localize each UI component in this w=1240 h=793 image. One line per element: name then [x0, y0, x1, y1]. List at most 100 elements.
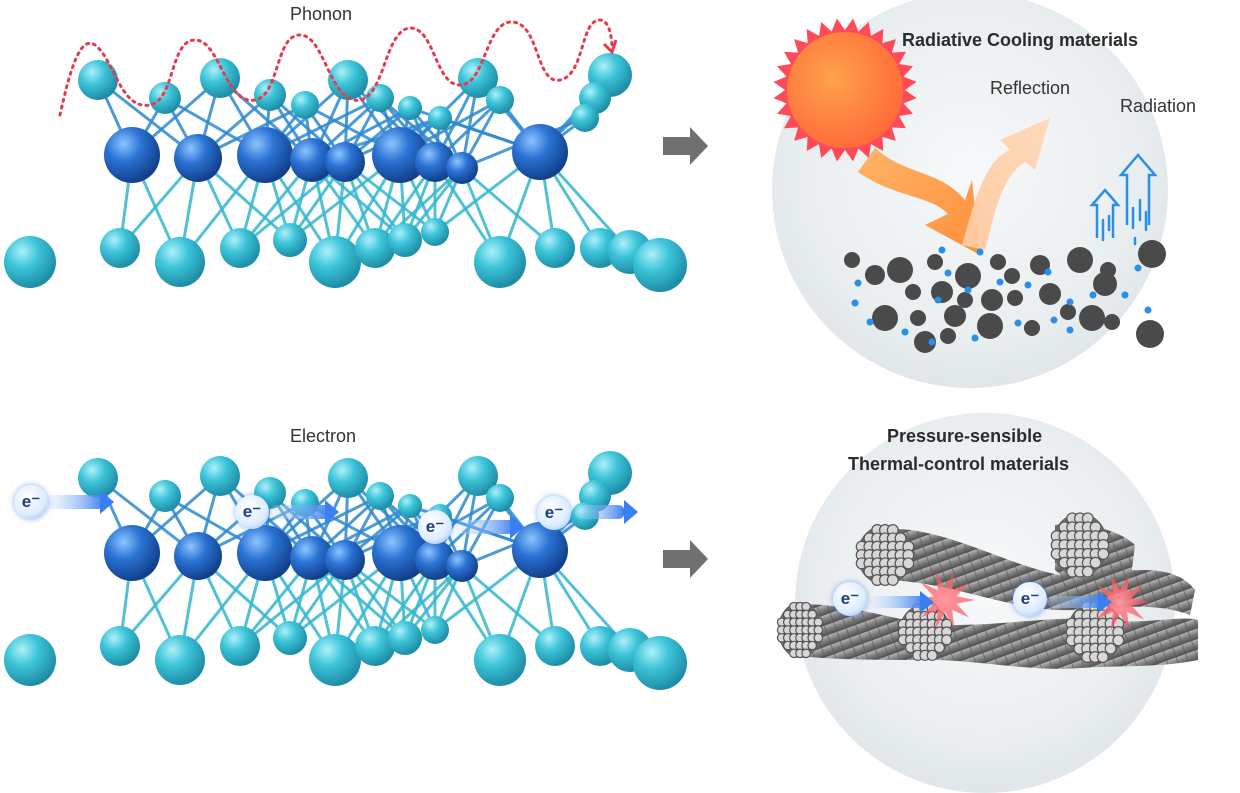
- particle: [1138, 240, 1166, 268]
- fiber-tube: [1096, 651, 1109, 663]
- atom-dark: [415, 142, 455, 182]
- atom-light: [78, 458, 118, 498]
- particle-small: [934, 296, 942, 304]
- atom-light: [273, 223, 307, 257]
- particle: [981, 289, 1003, 311]
- atom-light: [149, 480, 181, 512]
- fiber-tube: [894, 565, 907, 578]
- electron-label: e⁻: [242, 502, 262, 521]
- particle: [944, 305, 966, 327]
- fiber-tube: [1097, 547, 1110, 560]
- atom-light: [633, 238, 687, 292]
- atom-light: [355, 228, 395, 268]
- particle: [1060, 304, 1076, 320]
- particle: [957, 292, 973, 308]
- fiber-tube: [1089, 556, 1102, 569]
- electron-beam: [575, 500, 638, 524]
- radiative-title: Radiative Cooling materials: [902, 30, 1139, 50]
- particle-small: [1024, 281, 1032, 289]
- atom-light: [100, 626, 140, 666]
- electron-beam: [455, 515, 524, 539]
- atom-light: [571, 104, 599, 132]
- particle: [1104, 314, 1120, 330]
- atom-light: [458, 58, 498, 98]
- atom-light: [633, 636, 687, 690]
- atom-light: [200, 456, 240, 496]
- electron-beam: [870, 591, 934, 613]
- atom-light: [78, 60, 118, 100]
- atom-dark: [372, 525, 428, 581]
- atom-light: [273, 621, 307, 655]
- electron-beam: [270, 500, 339, 524]
- fiber-tube: [807, 640, 818, 651]
- atom-light: [398, 96, 422, 120]
- particle: [1079, 305, 1105, 331]
- particle: [914, 331, 936, 353]
- fiber-tube: [801, 648, 811, 659]
- fiber-tube: [1112, 634, 1125, 647]
- particle: [865, 265, 885, 285]
- particle-small: [938, 246, 946, 254]
- bond: [461, 166, 556, 250]
- particle-small: [866, 318, 874, 326]
- radiation-arrow-icon: [1089, 153, 1158, 238]
- particle-small: [1144, 306, 1152, 314]
- atom-dark: [290, 536, 334, 580]
- particle-small: [901, 328, 909, 336]
- spark-icon: [1090, 573, 1150, 631]
- particle: [1039, 283, 1061, 305]
- atom-light: [155, 635, 205, 685]
- electron-icon: e⁻: [537, 496, 571, 530]
- atom-light: [328, 60, 368, 100]
- particle-small: [851, 299, 859, 307]
- atom-light: [366, 84, 394, 112]
- atom-light: [291, 91, 319, 119]
- electron-label: e⁻: [840, 589, 860, 608]
- radiation-label: Radiation: [1120, 96, 1197, 116]
- particle: [1093, 272, 1117, 296]
- atom-light: [388, 621, 422, 655]
- atom-dark: [325, 540, 365, 580]
- atom-light: [474, 634, 526, 686]
- fiber-tube: [933, 641, 946, 654]
- particle-small: [976, 248, 984, 256]
- flow-arrow-icon: [663, 540, 708, 578]
- pressure-title-line1: Pressure-sensible: [887, 426, 1043, 446]
- atom-dark: [174, 134, 222, 182]
- particle: [1067, 247, 1093, 273]
- electron-beam: [1048, 591, 1112, 613]
- particle: [1007, 290, 1023, 306]
- electron-title: Electron: [290, 426, 357, 446]
- fiber-tube: [1104, 642, 1117, 655]
- fiber-tube: [926, 649, 938, 661]
- flow-arrow-icon: [663, 127, 708, 165]
- atom-dark: [372, 127, 428, 183]
- atom-light: [4, 236, 56, 288]
- particle-small: [1066, 326, 1074, 334]
- atom-light: [4, 634, 56, 686]
- fiber-tube: [941, 634, 953, 646]
- phonon-title: Phonon: [290, 4, 353, 24]
- atom-light: [220, 228, 260, 268]
- electron-label: e⁻: [21, 492, 41, 511]
- particle-small: [1050, 316, 1058, 324]
- particle-small: [1134, 264, 1142, 272]
- atom-dark: [446, 152, 478, 184]
- fiber-tube: [886, 574, 899, 586]
- atom-dark: [446, 550, 478, 582]
- atom-light: [486, 86, 514, 114]
- particle: [940, 328, 956, 344]
- atom-light: [398, 494, 422, 518]
- particle-small: [1121, 291, 1129, 299]
- bond: [461, 564, 556, 648]
- atom-dark: [237, 525, 293, 581]
- spark-icon: [915, 571, 975, 629]
- atom-light: [421, 218, 449, 246]
- particle: [1136, 320, 1164, 348]
- pressure-title-line2: Thermal-control materials: [848, 454, 1070, 474]
- electron-label: e⁻: [544, 503, 564, 522]
- electron-beam: [45, 490, 114, 514]
- particle-small: [928, 338, 936, 346]
- atom-light: [388, 223, 422, 257]
